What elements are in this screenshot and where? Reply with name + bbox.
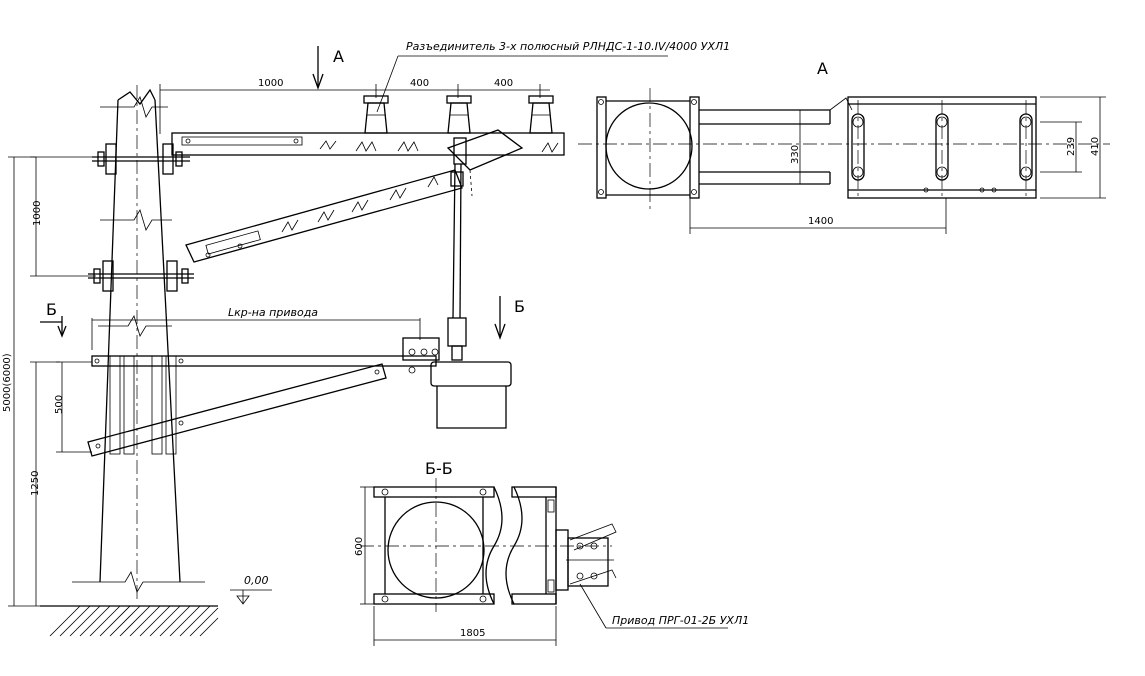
dim-1805: 1805 [460,628,485,639]
dim-1400: 1400 [808,216,833,227]
disconnector-label: Разъединитель 3-х полюсный РЛНДС-1-10.IV… [406,40,730,53]
section-b-arrow-right-label: Б [514,297,525,316]
dim-400-b: 400 [494,78,513,89]
ground-hatch [40,605,219,637]
view-a-arrow-label: А [333,47,344,66]
section-bb-title: Б-Б [425,459,453,478]
dim-600: 600 [354,537,365,556]
section-b-arrow-left-label: Б [46,300,57,319]
dim-5000: 5000(6000) [2,353,13,412]
insulator-3 [528,95,554,134]
drive-plan [555,523,617,591]
dim-1250: 1250 [30,471,41,496]
dim-1000-top: 1000 [258,78,283,89]
drive-unit [402,337,512,429]
insulator-2 [446,95,472,134]
drive-length-label: Lкр-на привода [228,306,318,319]
dim-410: 410 [1090,137,1101,156]
view-a-plan: А [578,59,1110,234]
dim-400-a: 400 [410,78,429,89]
dim-239: 239 [1066,137,1077,156]
insulator-1 [363,95,389,134]
level-mark-label: 0,00 [244,574,269,587]
main-elevation-view: 0,00 А Б Б Разъединитель 3-х полюсный РЛ… [2,40,730,637]
dim-500: 500 [54,395,65,414]
dim-1000-vertical: 1000 [32,201,43,226]
section-bb: Б-Б 600 [354,459,749,646]
dim-330: 330 [790,145,801,164]
view-a-title: А [817,59,828,78]
drive-label: Привод ПРГ-01-2Б УХЛ1 [612,614,749,627]
